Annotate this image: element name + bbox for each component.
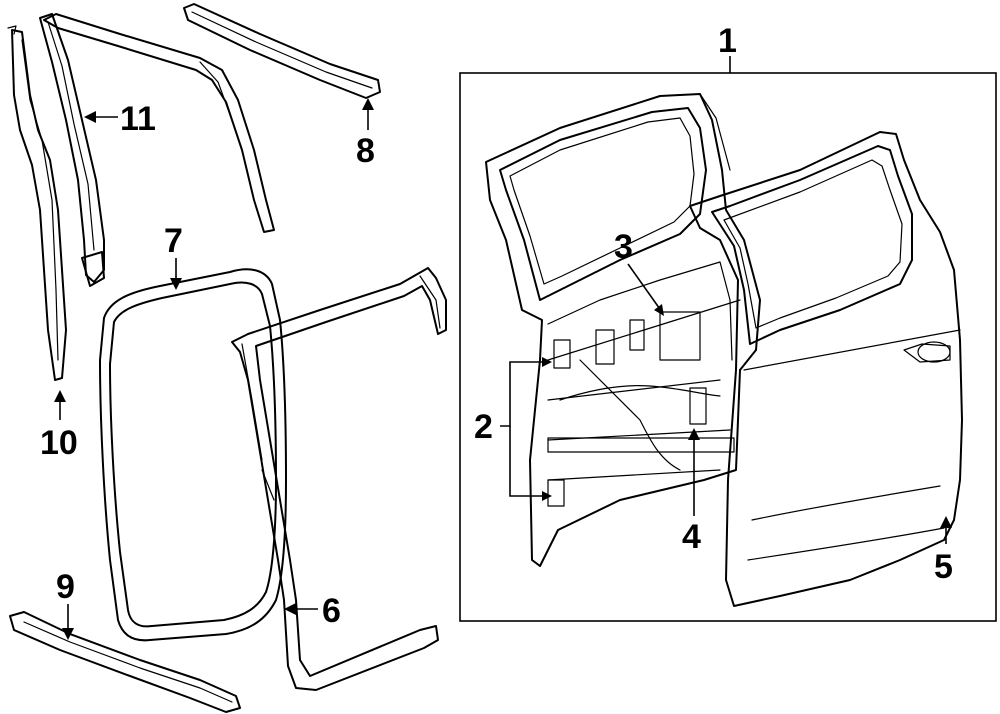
callout-7: 7 — [164, 222, 183, 260]
part-11-run-channel[interactable] — [39, 13, 105, 287]
callout-5: 5 — [934, 548, 953, 586]
part-7-door-opening-weatherstrip[interactable] — [99, 268, 287, 642]
callout-6: 6 — [322, 592, 341, 630]
window-frame-strip[interactable] — [43, 13, 275, 233]
part-6-door-frame-seal[interactable] — [231, 267, 447, 691]
callout-3: 3 — [614, 228, 633, 266]
leader-lines — [54, 56, 952, 640]
part-9-sill-weatherstrip[interactable] — [9, 611, 241, 713]
callout-1: 1 — [718, 22, 737, 60]
part-8-roof-weatherstrip[interactable] — [183, 3, 381, 99]
part-1-door-shell[interactable] — [485, 93, 761, 567]
callout-11: 11 — [120, 100, 156, 138]
callout-9: 9 — [56, 568, 75, 606]
callout-8: 8 — [356, 132, 375, 170]
callout-10: 10 — [40, 424, 78, 462]
part-5-outer-door-panel[interactable] — [689, 131, 963, 607]
callout-4: 4 — [682, 518, 701, 556]
part-10-pillar-weatherstrip[interactable] — [7, 25, 67, 381]
assembly-frame — [459, 72, 997, 622]
callout-2: 2 — [474, 408, 493, 446]
